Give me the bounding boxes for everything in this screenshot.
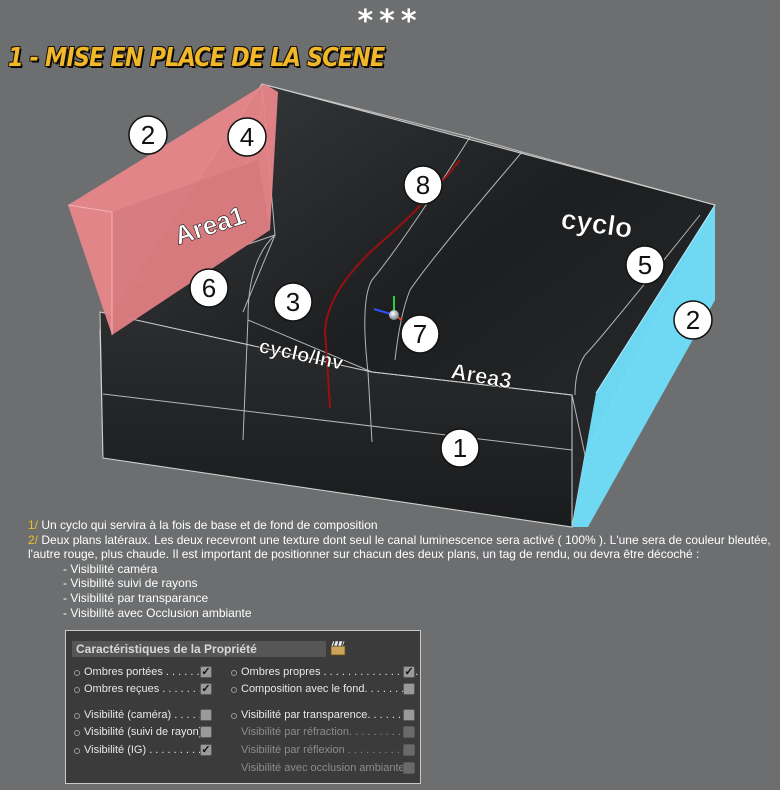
svg-text:2: 2	[141, 120, 155, 150]
description-line-1: 1/ Un cyclo qui servira à la fois de bas…	[28, 518, 378, 532]
axis-gizmo-icon	[373, 296, 403, 321]
radio-dot-icon	[231, 712, 237, 719]
option-label: Visibilité par transparence. . . . . . .	[241, 709, 408, 721]
panel-title: Caractéristiques de la Propriété	[72, 641, 326, 657]
decorative-stars: ***	[357, 4, 423, 39]
checkbox-ombres-propres[interactable]: ✓	[403, 666, 415, 678]
marker-7: 7	[400, 314, 440, 354]
right-plane-edge	[595, 204, 716, 394]
checkbox-composition-fond[interactable]	[403, 683, 415, 695]
description-line-2: 2/ Deux plans latéraux. Les deux recevro…	[28, 532, 771, 562]
svg-text:5: 5	[638, 250, 652, 280]
radio-dot-icon	[231, 686, 237, 693]
marker-5: 5	[625, 245, 665, 285]
option-label: Visibilité (suivi de rayon)	[84, 726, 203, 738]
svg-text:8: 8	[416, 170, 430, 200]
option-label: Ombres propres . . . . . . . . . . . . .…	[241, 666, 419, 678]
checkbox-visibilite-reflexion[interactable]	[403, 744, 415, 756]
svg-text:1: 1	[453, 433, 467, 463]
svg-text:3: 3	[286, 287, 300, 317]
bullet-item: - Visibilité caméra	[63, 561, 158, 576]
svg-text:7: 7	[413, 319, 427, 349]
checkbox-visibilite-camera[interactable]	[200, 709, 212, 721]
marker-1: 1	[440, 428, 480, 468]
radio-dot-icon	[74, 747, 80, 754]
option-label: Ombres reçues . . . . . . .	[84, 683, 202, 695]
left-plane-shade	[112, 160, 270, 335]
checkbox-visibilite-occlusion[interactable]	[403, 762, 415, 774]
option-ombres-portees[interactable]: Ombres portées . . . . . . ✓	[74, 666, 214, 679]
radio-dot-icon	[74, 729, 80, 736]
clapperboard-icon	[330, 640, 346, 656]
checkbox-ombres-portees[interactable]: ✓	[200, 666, 212, 678]
option-label: Visibilité (caméra) . . . . .	[84, 709, 202, 721]
option-visibilite-occlusion[interactable]: Visibilité avec occlusion ambiante	[231, 762, 416, 775]
marker-4: 4	[227, 117, 267, 157]
marker-2-left: 2	[128, 115, 168, 155]
option-label: Visibilité avec occlusion ambiante	[241, 762, 405, 774]
description-text: 1/ Un cyclo qui servira à la fois de bas…	[28, 518, 773, 620]
checkbox-visibilite-suivi-rayon[interactable]	[200, 726, 212, 738]
option-visibilite-ig[interactable]: Visibilité (IG) . . . . . . . . . ✓	[74, 744, 214, 757]
option-label: Composition avec le fond. . . . . . .	[241, 683, 405, 695]
left-plane-edge	[67, 204, 113, 335]
option-composition-fond[interactable]: Composition avec le fond. . . . . . .	[231, 683, 416, 696]
radio-dot-icon	[74, 712, 80, 719]
bullet-item: - Visibilité suivi de rayons	[63, 576, 198, 591]
description-bullets: - Visibilité caméra - Visibilité suivi d…	[28, 562, 773, 620]
checkbox-visibilite-refraction[interactable]	[403, 726, 415, 738]
radio-dot-icon	[74, 669, 80, 676]
radio-dot-icon	[231, 669, 237, 676]
property-panel: Caractéristiques de la Propriété Ombres …	[65, 630, 421, 784]
right-light-plane	[572, 205, 715, 527]
option-ombres-propres[interactable]: Ombres propres . . . . . . . . . . . . .…	[231, 666, 419, 679]
checkbox-ombres-recues[interactable]: ✓	[200, 683, 212, 695]
svg-text:4: 4	[240, 122, 254, 152]
marker-2-right: 2	[673, 300, 713, 340]
option-label: Visibilité par réfraction. . . . . . . .…	[241, 726, 401, 738]
checkbox-visibilite-ig[interactable]: ✓	[200, 744, 212, 756]
checkbox-visibilite-transparence[interactable]	[403, 709, 415, 721]
marker-6: 6	[189, 268, 229, 308]
option-visibilite-refraction[interactable]: Visibilité par réfraction. . . . . . . .…	[231, 726, 416, 739]
option-visibilite-suivi-rayon[interactable]: Visibilité (suivi de rayon)	[74, 726, 214, 739]
option-label: Ombres portées . . . . . .	[84, 666, 200, 678]
option-label: Visibilité (IG) . . . . . . . . .	[84, 744, 202, 756]
marker-8: 8	[403, 165, 443, 205]
section-title: 1 - MISE EN PLACE DE LA SCENE	[8, 43, 385, 73]
bullet-item: - Visibilité par transparance	[63, 590, 209, 605]
svg-text:2: 2	[686, 305, 700, 335]
option-label: Visibilité par réflexion . . . . . . . .…	[241, 744, 406, 756]
option-visibilite-camera[interactable]: Visibilité (caméra) . . . . .	[74, 709, 214, 722]
option-visibilite-transparence[interactable]: Visibilité par transparence. . . . . . .	[231, 709, 416, 722]
option-ombres-recues[interactable]: Ombres reçues . . . . . . . ✓	[74, 683, 214, 696]
option-visibilite-reflexion[interactable]: Visibilité par réflexion . . . . . . . .…	[231, 744, 416, 757]
svg-text:6: 6	[202, 273, 216, 303]
marker-3: 3	[273, 282, 313, 322]
radio-dot-icon	[74, 686, 80, 693]
bullet-item: - Visibilité avec Occlusion ambiante	[63, 605, 252, 620]
